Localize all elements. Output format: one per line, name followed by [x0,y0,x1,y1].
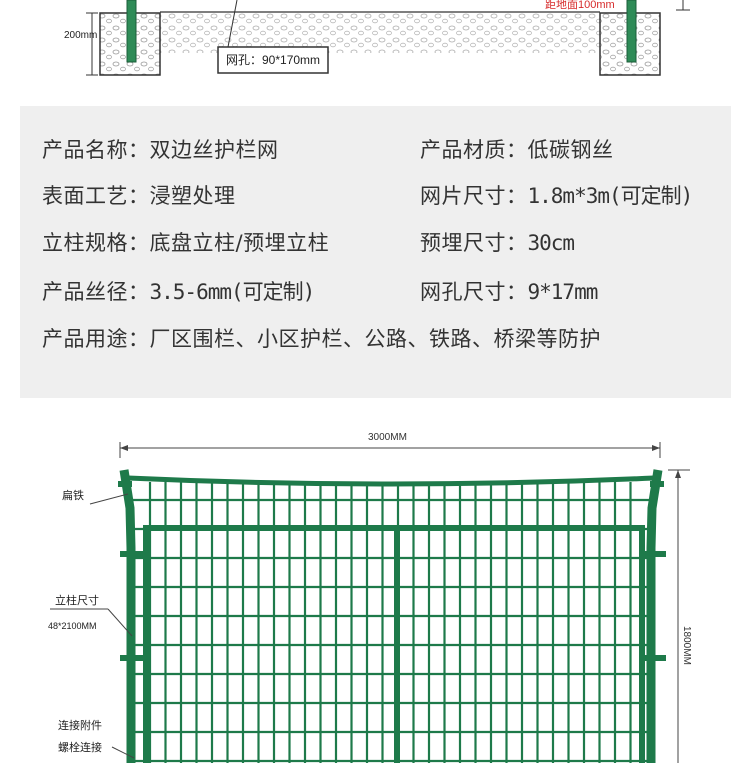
height-dimension-label: 1800MM [681,626,692,665]
spec-product-name: 产品名称：双边丝护栏网 [42,134,279,164]
spec-material: 产品材质：低碳钢丝 [420,134,614,164]
spec-key: 预埋尺寸： [420,231,528,255]
fence-drawing: 3000MM 1800MM 扁铁 立柱尺寸 48*2100MM 连接附件 螺栓连… [20,398,731,763]
spec-value: 9*17mm [527,280,599,304]
spec-surface: 表面工艺：浸塑处理 [42,180,236,210]
flat-iron-label: 扁铁 [62,489,84,502]
mesh-size-label: 网孔：90*170mm [226,53,320,67]
spec-key: 产品名称： [42,138,150,162]
spec-value: 3.5-6mm(可定制) [149,280,316,304]
width-dimension-label: 3000MM [368,432,407,443]
foundation-drawing: 200mm 距地面100mm 网孔：90*170mm [64,0,690,76]
spec-value: 1.8m*3m(可定制) [527,184,694,208]
spec-value: 底盘立柱/预埋立柱 [149,231,330,255]
spec-embed-size: 预埋尺寸：30cm [420,227,576,257]
spec-value: 厂区围栏、小区护栏、公路、铁路、桥梁等防护 [149,327,601,351]
spec-wire: 产品丝径：3.5-6mm(可定制) [42,276,316,306]
spec-key: 产品用途： [42,327,150,351]
spec-value: 30cm [527,231,576,255]
spec-panel [20,106,731,398]
spec-key: 网孔尺寸： [420,280,528,304]
spec-key: 产品材质： [420,138,528,162]
post-size-value: 48*2100MM [48,621,97,631]
spec-key: 产品丝径： [42,280,150,304]
spec-panel-size: 网片尺寸：1.8m*3m(可定制) [420,180,694,210]
spec-mesh-size: 网孔尺寸：9*17mm [420,276,599,306]
ground-clearance-label: 距地面100mm [545,0,615,11]
spec-post: 立柱规格：底盘立柱/预埋立柱 [42,227,329,257]
spec-value: 双边丝护栏网 [149,138,279,162]
post-size-label: 立柱尺寸 [55,593,99,607]
spec-key: 表面工艺： [42,184,150,208]
height-200-label: 200mm [64,30,97,41]
bolt-label: 螺栓连接 [58,740,102,754]
spec-value: 低碳钢丝 [527,138,614,162]
spec-key: 立柱规格： [42,231,150,255]
spec-value: 浸塑处理 [149,184,236,208]
spec-key: 网片尺寸： [420,184,528,208]
spec-usage: 产品用途：厂区围栏、小区护栏、公路、铁路、桥梁等防护 [42,323,601,353]
fitting-label: 连接附件 [58,718,102,732]
